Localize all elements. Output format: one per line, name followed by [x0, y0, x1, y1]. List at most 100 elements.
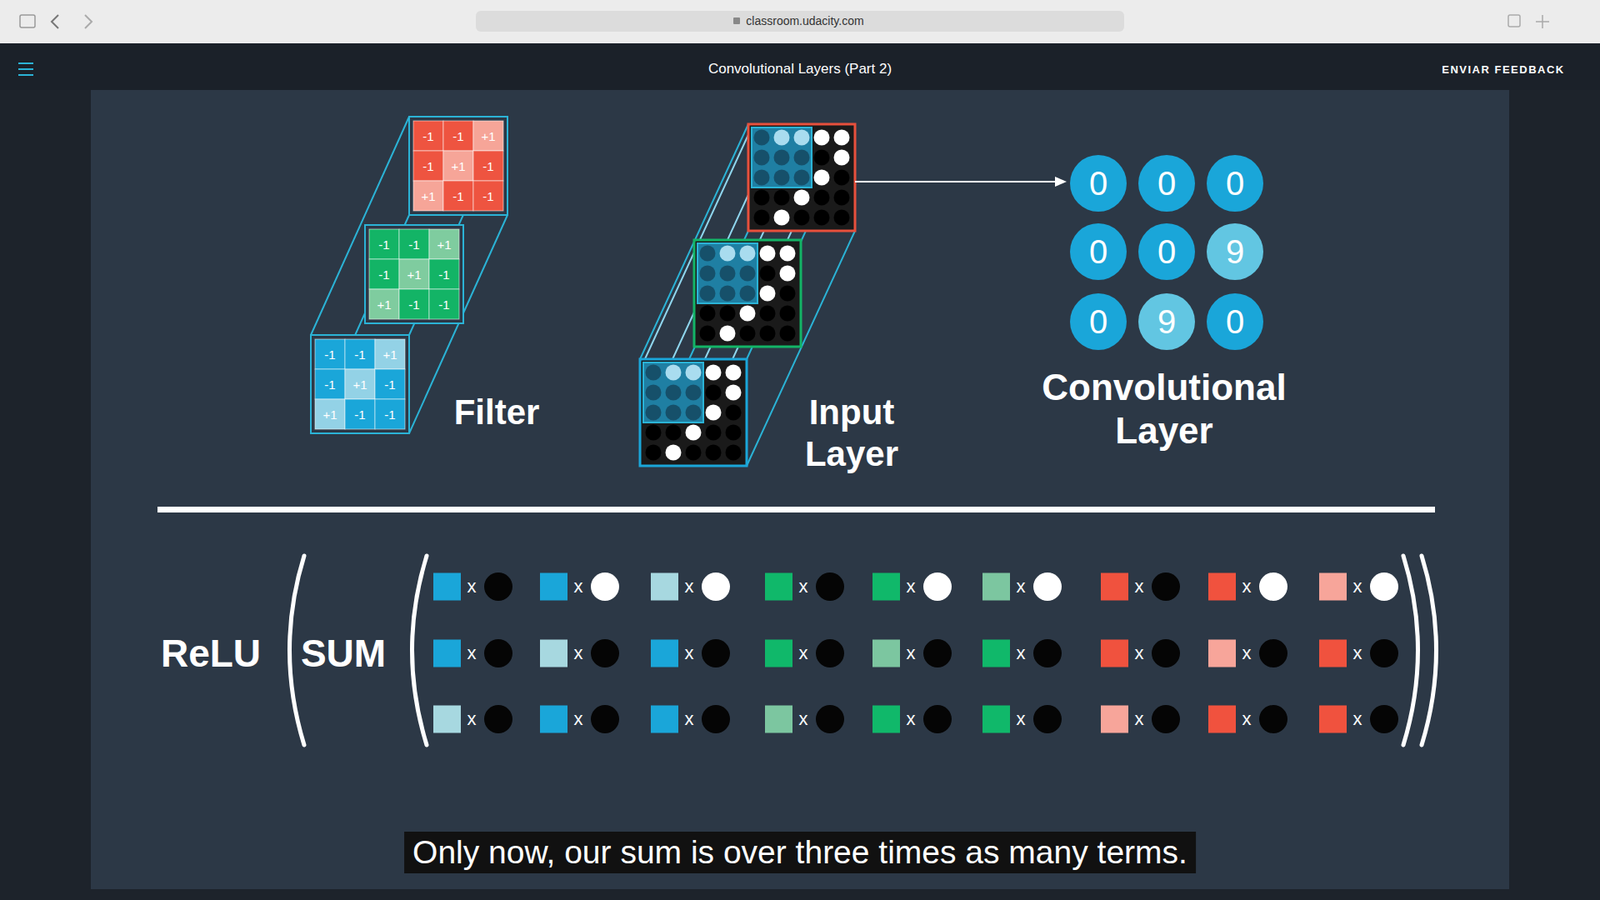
pixel-dot [705, 445, 722, 461]
pixel-dot [834, 210, 850, 226]
pixel-swatch [701, 639, 730, 668]
weight-swatch [1319, 573, 1347, 601]
pixel-dot [794, 210, 810, 226]
pixel-dot [700, 325, 716, 342]
pixel-dot [780, 245, 796, 262]
pixel-dot [760, 265, 776, 282]
pixel-dot [720, 305, 736, 322]
output-value-circle: 0 [1206, 155, 1264, 212]
pixel-swatch [484, 705, 513, 734]
filter-cell [369, 259, 400, 290]
multiply-sign: x [685, 575, 695, 598]
filter-weight: -1 [324, 377, 335, 392]
filter-cell [315, 339, 345, 370]
pixel-dot [740, 265, 756, 282]
output-value: 0 [1225, 303, 1245, 341]
multiply-sign: x [1135, 708, 1145, 730]
pixel-swatch [815, 639, 845, 668]
input-layer-label: Input Layer [789, 391, 915, 475]
pixel-dot [780, 285, 796, 302]
pixel-swatch [701, 705, 730, 734]
pixel-swatch [815, 705, 845, 734]
weight-swatch [872, 640, 900, 668]
new-tab-button [1535, 20, 1550, 23]
filter-weight: +1 [436, 237, 451, 252]
pixel-dot [760, 245, 776, 262]
pixel-dot [720, 285, 736, 302]
pixel-dot [705, 425, 722, 441]
filter-cell [429, 259, 460, 290]
pixel-swatch [1151, 639, 1180, 668]
pixel-dot [720, 245, 736, 262]
forward-button [85, 15, 92, 29]
multiply-sign: x [799, 642, 809, 665]
filter-cell [443, 150, 474, 181]
multiply-sign: x [799, 575, 809, 598]
filter-cell [473, 150, 504, 181]
filter-weight: -1 [384, 377, 395, 392]
multiply-sign: x [1242, 642, 1252, 665]
output-value-circle: 9 [1138, 293, 1195, 350]
back-button [51, 15, 59, 29]
pixel-dot [645, 365, 662, 381]
filter-cell [399, 259, 430, 290]
pixel-dot [700, 285, 716, 302]
filter-cell [429, 289, 460, 320]
filter-weight: -1 [324, 347, 335, 362]
pixel-dot [740, 245, 756, 262]
weight-swatch [1208, 640, 1236, 668]
filter-weight: -1 [422, 159, 434, 174]
filter-weight: -1 [438, 297, 450, 312]
output-value-circle: 0 [1070, 223, 1127, 280]
weight-swatch [433, 705, 461, 734]
weight-swatch [1100, 573, 1129, 601]
weight-swatch [765, 573, 793, 601]
weight-swatch [765, 705, 793, 734]
pixel-dot [774, 170, 790, 186]
multiply-sign: x [1135, 642, 1145, 665]
multiply-sign: x [906, 575, 916, 598]
filter-cell [443, 180, 474, 211]
filter-weight: -1 [422, 129, 434, 144]
filter-cell [443, 120, 474, 151]
pixel-dot [814, 190, 830, 206]
divider-line [157, 506, 1435, 513]
weight-swatch [1208, 573, 1236, 601]
input-grid [748, 124, 855, 231]
weight-swatch [872, 573, 900, 601]
multiply-sign: x [799, 708, 809, 730]
pixel-dot [740, 285, 756, 302]
filter-cell [345, 399, 375, 430]
menu-icon [18, 74, 34, 76]
pixel-dot [794, 170, 810, 186]
weight-swatch [1100, 705, 1129, 734]
multiply-sign: x [1135, 575, 1145, 598]
output-value-circle: 0 [1138, 223, 1195, 280]
multiply-sign: x [685, 708, 695, 730]
filter-label: Filter [454, 392, 540, 433]
weight-swatch [982, 573, 1010, 601]
input-grid [694, 240, 801, 347]
pixel-dot [740, 305, 756, 322]
filter-cell [473, 180, 504, 211]
pixel-dot [665, 385, 682, 401]
weight-swatch [540, 705, 568, 734]
pixel-dot [725, 445, 742, 461]
multiply-sign: x [574, 708, 584, 730]
weight-swatch [982, 640, 1010, 668]
multiply-sign: x [467, 708, 477, 730]
filter-cell [413, 120, 444, 151]
weight-swatch [1100, 640, 1129, 668]
weight-swatch [650, 573, 679, 601]
multiply-sign: x [1242, 708, 1252, 730]
weight-swatch [872, 705, 900, 734]
page-title: Convolutional Layers (Part 2) [708, 60, 892, 78]
pixel-dot [685, 405, 702, 421]
pixel-swatch [1033, 705, 1062, 734]
filter-weight: +1 [480, 129, 495, 144]
pixel-dot [774, 150, 790, 166]
pixel-swatch [590, 639, 620, 668]
pixel-swatch [701, 572, 730, 601]
filter-outline [310, 335, 410, 434]
